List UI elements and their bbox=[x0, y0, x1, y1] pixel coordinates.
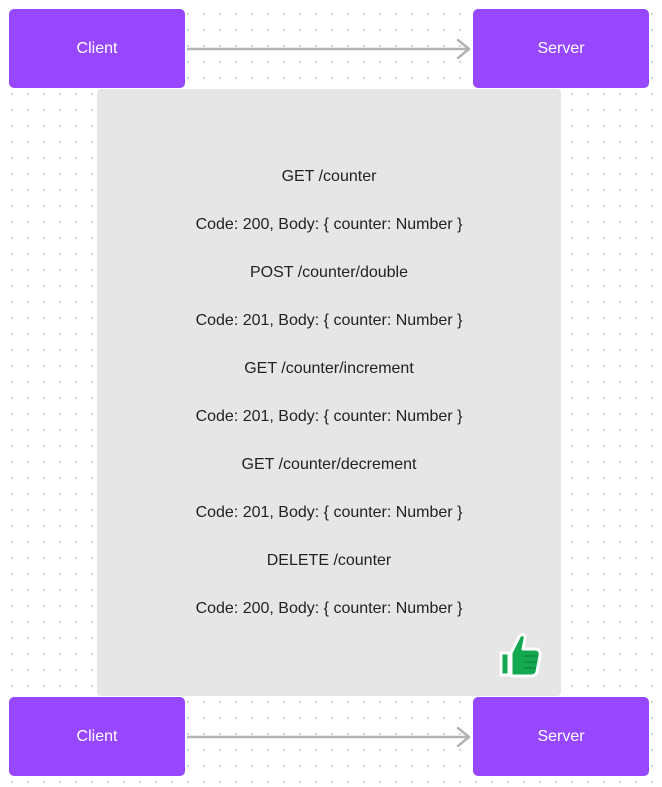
request-delete-counter: DELETE /counter bbox=[266, 552, 392, 569]
client-node-top[interactable]: Client bbox=[9, 9, 185, 88]
response-post-double: Code: 201, Body: { counter: Number } bbox=[195, 312, 463, 329]
server-node-top[interactable]: Server bbox=[473, 9, 649, 88]
exchange-panel: GET /counter Code: 200, Body: { counter:… bbox=[97, 89, 561, 696]
response-get-increment: Code: 201, Body: { counter: Number } bbox=[195, 408, 463, 425]
request-get-increment: GET /counter/increment bbox=[244, 360, 414, 377]
request-post-double: POST /counter/double bbox=[249, 264, 409, 281]
client-label: Client bbox=[76, 39, 118, 57]
server-node-bottom[interactable]: Server bbox=[473, 697, 649, 776]
client-label: Client bbox=[76, 727, 118, 745]
request-get-counter: GET /counter bbox=[281, 168, 377, 185]
server-label: Server bbox=[537, 727, 585, 745]
request-get-decrement: GET /counter/decrement bbox=[241, 456, 417, 473]
response-delete-counter: Code: 200, Body: { counter: Number } bbox=[195, 600, 463, 617]
response-get-counter: Code: 200, Body: { counter: Number } bbox=[195, 216, 463, 233]
server-label: Server bbox=[537, 39, 585, 57]
response-get-decrement: Code: 201, Body: { counter: Number } bbox=[195, 504, 463, 521]
thumbs-up-icon bbox=[499, 633, 542, 678]
client-node-bottom[interactable]: Client bbox=[9, 697, 185, 776]
arrow-right-bottom bbox=[186, 727, 471, 747]
arrow-right-top bbox=[186, 39, 471, 59]
